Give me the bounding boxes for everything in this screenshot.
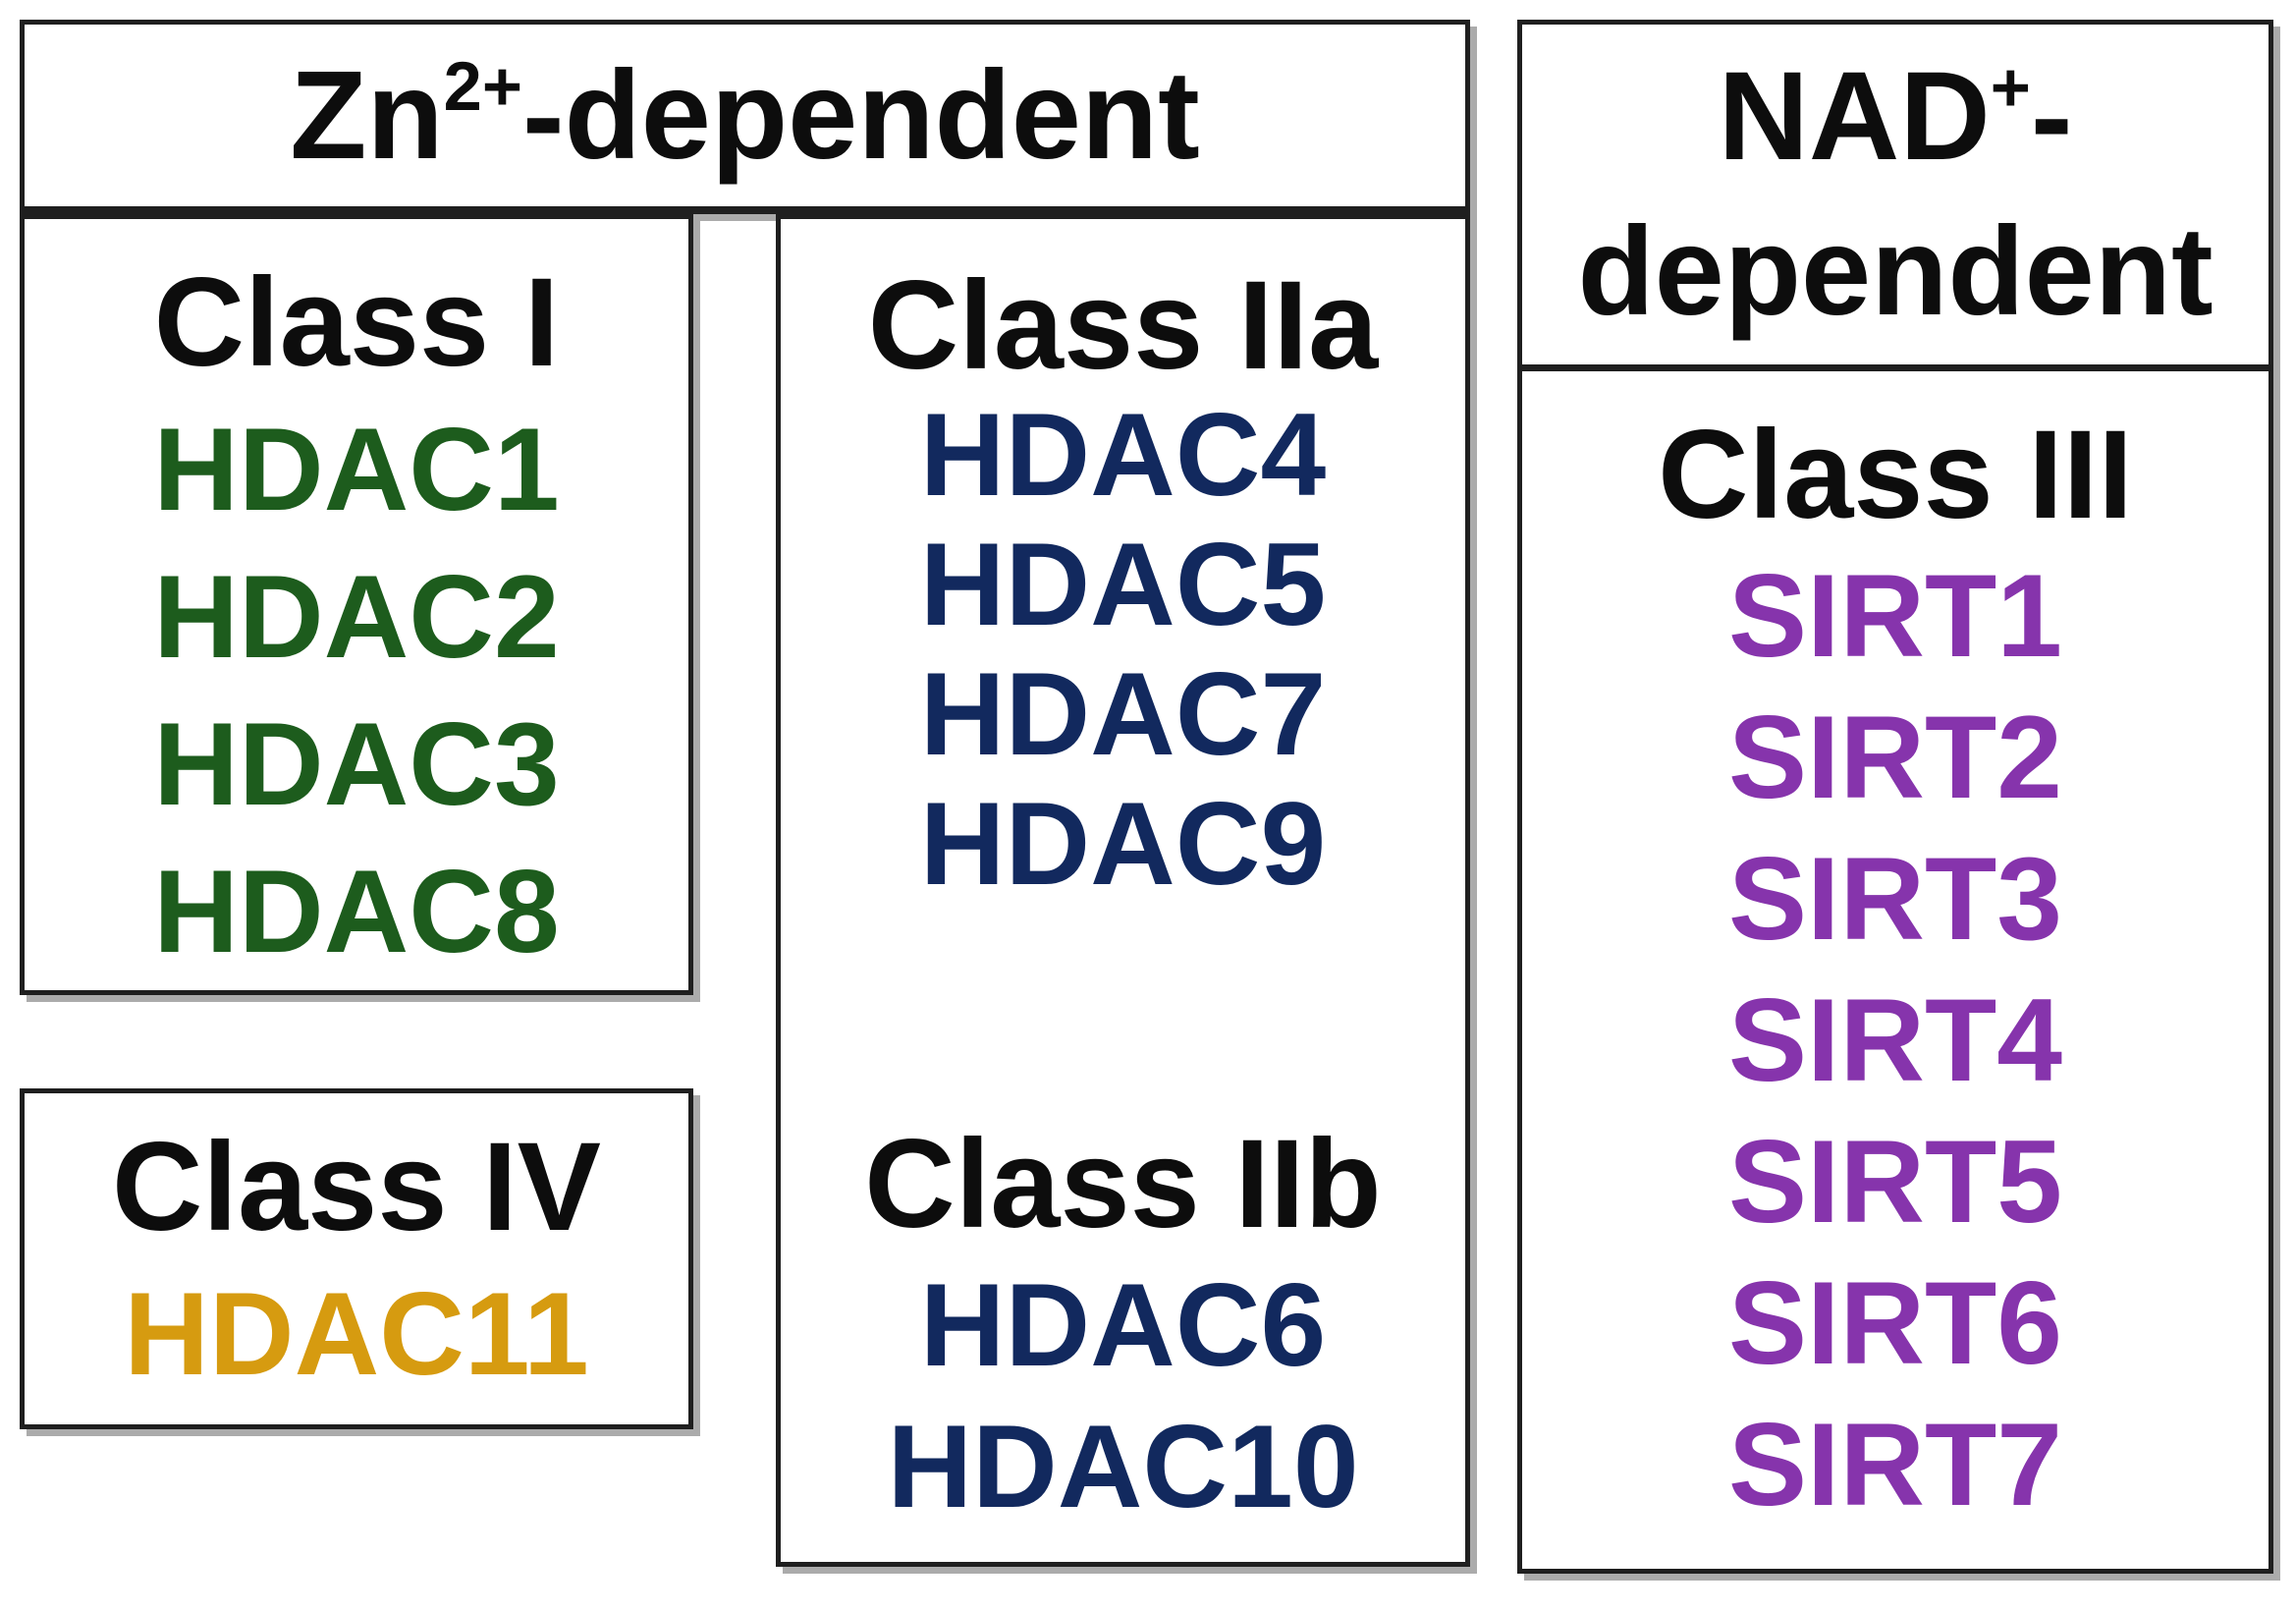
class-ii-box: Class IIa HDAC4 HDAC5 HDAC7 HDAC9 Class … [776, 214, 1470, 1567]
class-iv-item-hdac11: HDAC11 [124, 1268, 589, 1400]
class-i-label: Class I [153, 251, 560, 393]
class-iib-item-hdac6: HDAC6 [919, 1259, 1327, 1391]
class-iib-label: Class IIb [864, 1113, 1382, 1254]
nad-dependent-group-box: NAD+- dependent Class III SIRT1 SIRT2 SI… [1517, 20, 2273, 1574]
class-iii-item-sirt6: SIRT6 [1727, 1257, 2063, 1389]
class-iia-item-hdac7: HDAC7 [919, 648, 1327, 780]
class-iii-item-sirt4: SIRT4 [1727, 974, 2063, 1106]
zn-title-suffix: -dependent [521, 45, 1200, 186]
class-i-item-hdac2: HDAC2 [153, 551, 560, 683]
class-i-item-hdac3: HDAC3 [153, 698, 560, 830]
class-iii-label: Class III [1658, 404, 2133, 545]
class-i-box: Class I HDAC1 HDAC2 HDAC3 HDAC8 [20, 214, 693, 995]
class-iia-item-hdac5: HDAC5 [919, 519, 1327, 650]
class-i-item-hdac8: HDAC8 [153, 846, 560, 977]
nad-title-line1: NAD+- [1718, 39, 2072, 194]
zn-title-base: Zn [290, 45, 444, 186]
zn-title-superscript: 2+ [443, 47, 522, 126]
nad-dependent-title: NAD+- dependent [1522, 25, 2269, 371]
class-iii-item-sirt7: SIRT7 [1727, 1399, 2063, 1530]
nad-title-superscript: + [1990, 48, 2031, 127]
class-iia-label: Class IIa [867, 254, 1379, 396]
class-iv-label: Class IV [111, 1116, 602, 1257]
class-iii-item-sirt2: SIRT2 [1727, 692, 2063, 823]
class-iib-item-hdac10: HDAC10 [887, 1401, 1359, 1532]
class-i-item-hdac1: HDAC1 [153, 404, 560, 535]
class-iii-item-sirt5: SIRT5 [1727, 1116, 2063, 1248]
class-iii-item-sirt3: SIRT3 [1727, 833, 2063, 965]
class-iia-item-hdac4: HDAC4 [919, 389, 1327, 521]
nad-title-line2: dependent [1577, 201, 2214, 342]
class-iia-item-hdac9: HDAC9 [919, 778, 1327, 910]
nad-title-hyphen: - [2030, 46, 2073, 187]
class-iii-item-sirt1: SIRT1 [1727, 550, 2063, 682]
nad-title-base: NAD [1718, 46, 1991, 187]
class-ii-group-gap [781, 909, 1465, 1113]
class-iv-box: Class IV HDAC11 [20, 1088, 693, 1429]
class-iii-section: Class III SIRT1 SIRT2 SIRT3 SIRT4 SIRT5 … [1522, 371, 2269, 1569]
